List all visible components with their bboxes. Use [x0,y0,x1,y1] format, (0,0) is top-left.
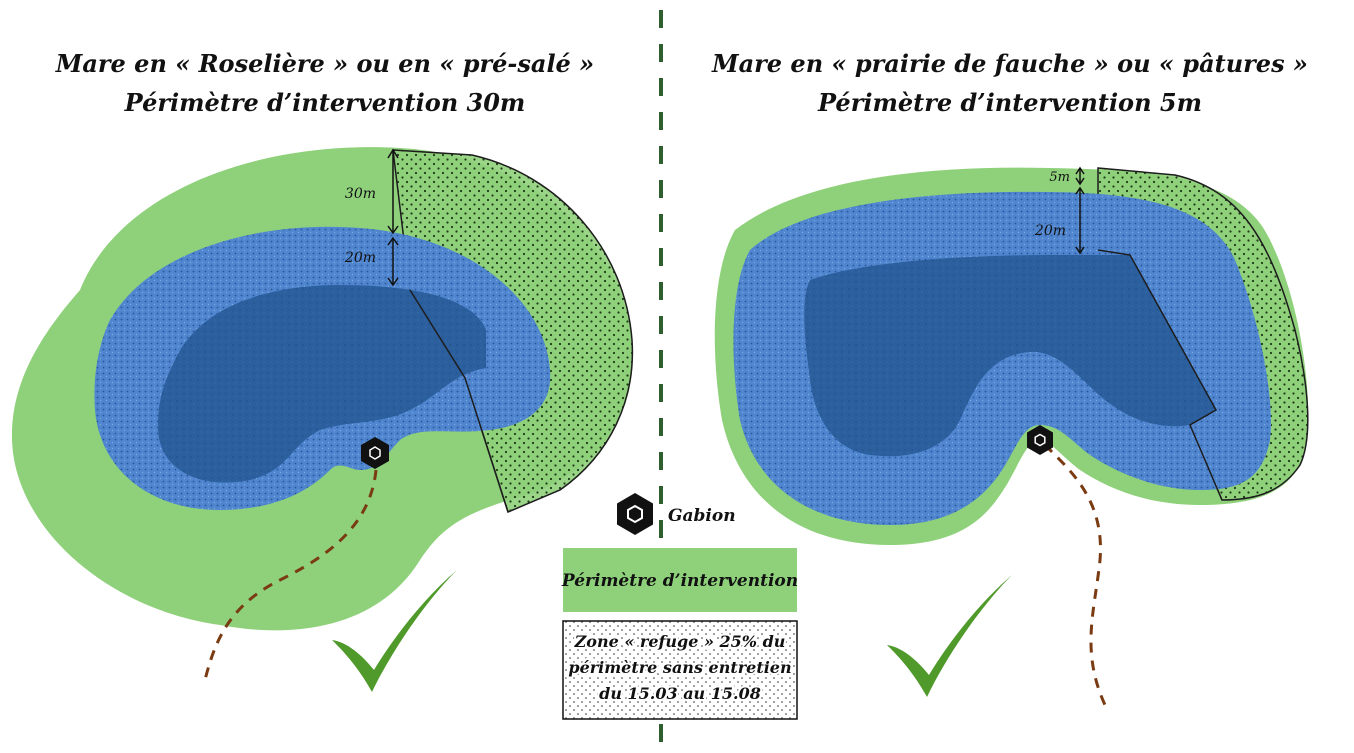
legend-refuge-line1: Zone « refuge » 25% du [574,632,786,651]
left-title-line1: Mare en « Roselière » ou en « pré-salé » [55,49,594,78]
left-dim-30m: 30m [345,186,376,202]
right-deep-water [804,255,1216,457]
left-deep-water [157,285,487,483]
legend: Gabion Périmètre d’intervention Zone « r… [561,493,798,720]
right-pond: 5m 20m [714,166,1309,706]
right-title-line2: Périmètre d’intervention 5m [817,88,1202,117]
left-title-line2: Périmètre d’intervention 30m [124,88,526,117]
right-title-line1: Mare en « prairie de fauche » ou « pâtur… [711,49,1308,78]
legend-refuge-swatch [562,620,798,720]
checkmark-icon [887,575,1012,697]
hexagon-gabion-icon [361,437,389,469]
legend-perimeter-label: Périmètre d’intervention [561,571,798,591]
right-dim-5m: 5m [1049,170,1070,185]
left-access-path [203,469,378,681]
legend-refuge-line2: périmètre sans entretien [568,658,791,677]
legend-gabion-label: Gabion [668,506,736,526]
hexagon-gabion-icon [617,493,653,535]
left-dim-20m: 20m [344,250,376,266]
right-access-path [1043,443,1107,706]
checkmark-icon [332,570,457,692]
left-pond: 30m 20m [11,147,634,692]
right-dim-20m: 20m [1034,223,1066,239]
hexagon-gabion-icon [1027,425,1053,455]
legend-perimeter-swatch [563,548,797,612]
legend-refuge-line3: du 15.03 au 15.08 [599,684,761,703]
